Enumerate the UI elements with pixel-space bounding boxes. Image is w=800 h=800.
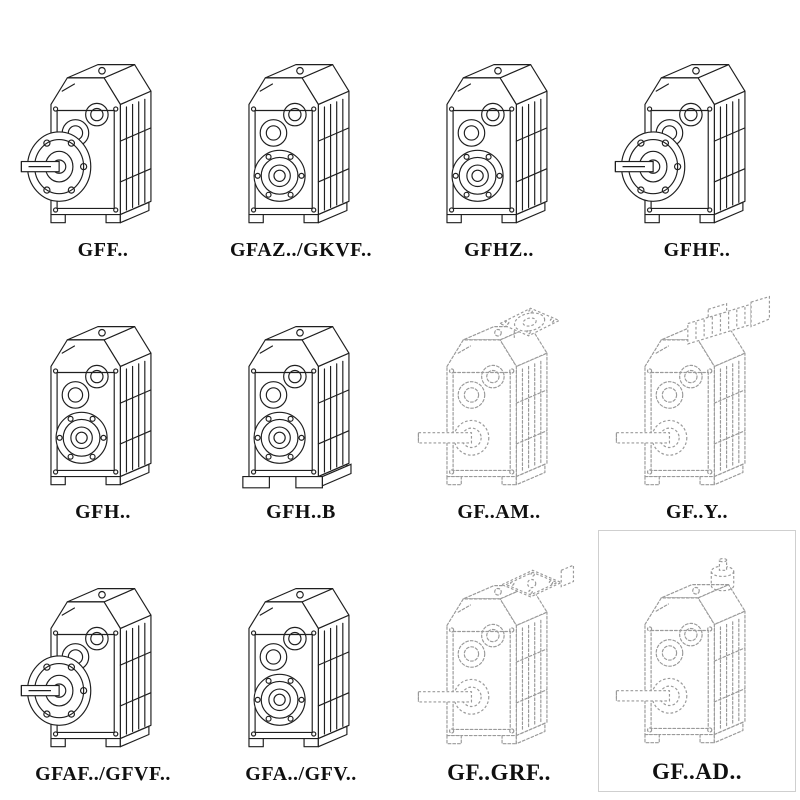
gear-label: GFHF.. bbox=[663, 239, 731, 261]
gearbox-input-adapter-drawing bbox=[609, 553, 785, 757]
gear-label: GFF.. bbox=[77, 239, 129, 261]
gearmotor-with-motor-drawing bbox=[609, 295, 785, 499]
gear-item-12: GF..AD.. bbox=[598, 530, 796, 792]
gear-item-7: GF..AM.. bbox=[400, 268, 598, 530]
gear-item-6: GFH..B bbox=[202, 268, 400, 530]
gearbox-output-flange-drawing bbox=[609, 33, 785, 237]
gearbox-foot-mounted-drawing bbox=[213, 295, 389, 499]
gearbox-output-flange-drawing bbox=[15, 33, 191, 237]
gear-label: GFH..B bbox=[266, 501, 336, 523]
gearbox-hollow-shaft-drawing bbox=[15, 295, 191, 499]
gearbox-iec-adapter-drawing bbox=[411, 295, 587, 499]
gearbox-hollow-shaft-drawing bbox=[411, 33, 587, 237]
gear-label: GFHZ.. bbox=[464, 239, 534, 261]
gear-item-1: GFF.. bbox=[4, 6, 202, 268]
gear-item-8: GF..Y.. bbox=[598, 268, 796, 530]
gear-label: GFAZ../GKVF.. bbox=[229, 239, 373, 261]
gear-item-3: GFHZ.. bbox=[400, 6, 598, 268]
gearbox-output-flange-drawing bbox=[15, 557, 191, 761]
gear-label: GF..Y.. bbox=[665, 501, 729, 523]
gear-label: GFAF../GFVF.. bbox=[35, 763, 171, 785]
gearbox-hollow-shaft-drawing bbox=[213, 33, 389, 237]
gear-label: GF..AM.. bbox=[457, 501, 541, 523]
gear-item-10: GFA../GFV.. bbox=[202, 530, 400, 792]
gear-label: GF..AD.. bbox=[651, 759, 743, 784]
gear-label: GFH.. bbox=[75, 501, 131, 523]
gearbox-shaft-mount-plate-drawing bbox=[411, 554, 587, 758]
gear-item-4: GFHF.. bbox=[598, 6, 796, 268]
gear-item-11: GF..GRF.. bbox=[400, 530, 598, 792]
gear-item-5: GFH.. bbox=[4, 268, 202, 530]
gear-grid: GFF.. GFAZ../GKVF.. GFHZ.. GFHF.. GFH.. … bbox=[4, 6, 796, 792]
gear-label: GFA../GFV.. bbox=[245, 763, 357, 785]
gear-item-9: GFAF../GFVF.. bbox=[4, 530, 202, 792]
gearbox-hollow-shaft-drawing bbox=[213, 557, 389, 761]
gear-item-2: GFAZ../GKVF.. bbox=[202, 6, 400, 268]
gear-label: GF..GRF.. bbox=[447, 760, 551, 785]
